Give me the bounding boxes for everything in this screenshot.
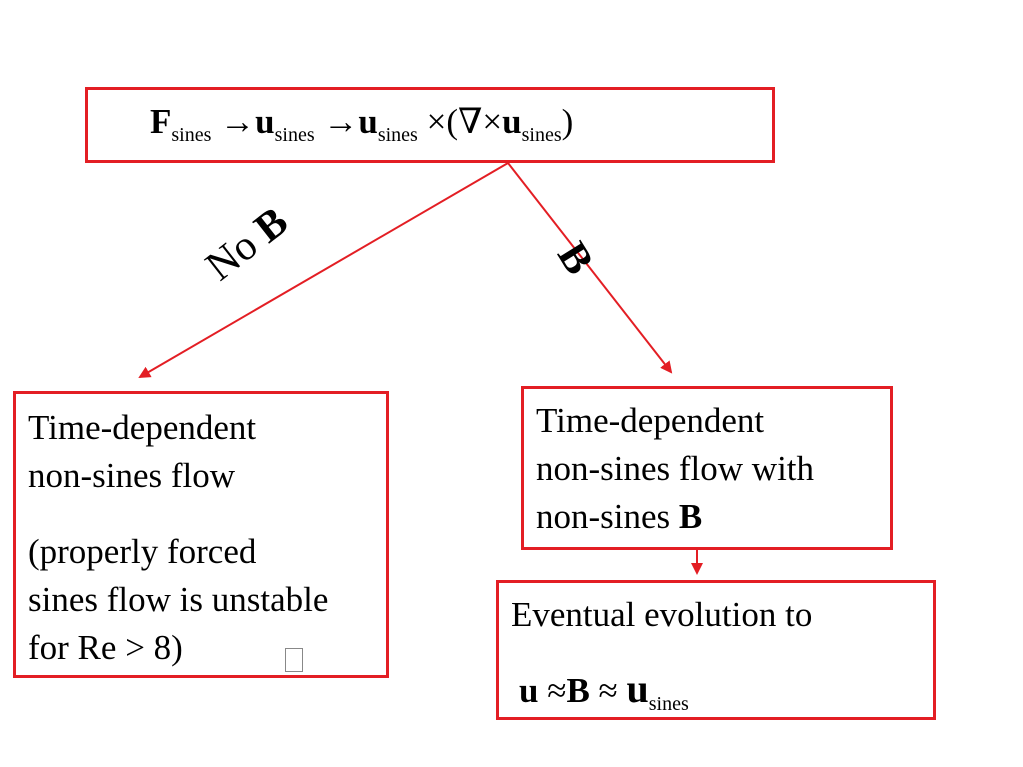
evolution-formula: u ≈B ≈ usines (519, 666, 689, 715)
left-line-3: (properly forced (28, 532, 257, 571)
mid-line-1: Time-dependent (536, 401, 765, 440)
top-formula: Fsines →usines →usines ×(∇×usines) (150, 102, 574, 146)
arrow-b (507, 162, 673, 374)
evolution-line-1: Eventual evolution to (511, 595, 813, 634)
top-formula-box: Fsines →usines →usines ×(∇×usines) (85, 87, 775, 163)
no-b-outcome-box: Time-dependent non-sines flow (properly … (13, 391, 389, 678)
arrow-no-b (138, 162, 509, 379)
left-line-1: Time-dependent (28, 408, 257, 447)
left-line-5: for Re > 8) (28, 628, 183, 667)
evolution-box: Eventual evolution to u ≈B ≈ usines (496, 580, 936, 720)
left-line-2: non-sines flow (28, 456, 236, 495)
checkbox-icon (285, 648, 303, 672)
mid-line-2: non-sines flow with (536, 449, 815, 488)
left-line-4: sines flow is unstable (28, 580, 329, 619)
mid-line-3: non-sines B (536, 497, 703, 536)
b-outcome-box: Time-dependent non-sines flow with non-s… (521, 386, 893, 550)
